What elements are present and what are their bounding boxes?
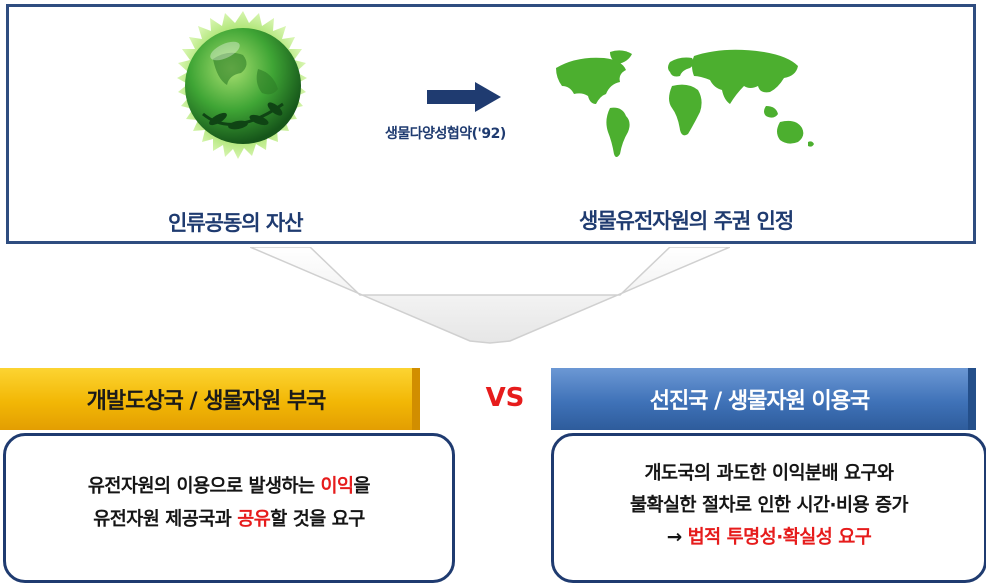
share-highlight: 공유 xyxy=(237,509,271,530)
world-map-icon xyxy=(556,49,814,157)
funnel-chevron-icon xyxy=(250,247,730,344)
convention-label: 생물다양성협약('92) xyxy=(385,126,506,142)
developing-header: 개발도상국 / 생물자원 부국 xyxy=(0,368,420,430)
developing-line-1-suffix: 을 xyxy=(353,476,371,497)
developed-line-2: 불확실한 절차로 인한 시간·비용 증가 xyxy=(629,495,909,516)
top-frame xyxy=(6,4,976,244)
benefit-highlight: 이익 xyxy=(320,476,355,497)
developing-line-2-suffix: 할 것을 요구 xyxy=(270,509,365,530)
developing-line-1-text: 유전자원의 이용으로 발생하는 xyxy=(87,476,321,497)
green-globe-icon xyxy=(177,11,307,159)
developing-line-2: 유전자원 제공국과 공유할 것을 요구 xyxy=(93,503,365,536)
developing-line-2-text: 유전자원 제공국과 xyxy=(93,509,238,530)
developed-line-1: 개도국의 과도한 이익분배 요구와 xyxy=(644,463,894,484)
developed-header: 선진국 / 생물자원 이용국 xyxy=(551,368,976,430)
legal-transparency-highlight: 법적 투명성·확실성 요구 xyxy=(687,527,872,548)
result-arrow: → xyxy=(666,527,688,548)
developed-line-3: → 법적 투명성·확실성 요구 xyxy=(667,522,872,554)
developing-panel: 유전자원의 이용으로 발생하는 이익을 유전자원 제공국과 공유할 것을 요구 xyxy=(3,433,455,583)
vs-label: VS xyxy=(485,383,525,413)
developing-line-1: 유전자원의 이용으로 발생하는 이익을 xyxy=(87,470,371,503)
developed-panel: 개도국의 과도한 이익분배 요구와 불확실한 절차로 인한 시간·비용 증가 →… xyxy=(551,433,986,583)
right-arrow-icon xyxy=(427,82,501,112)
left-label: 인류공동의 자산 xyxy=(168,211,304,235)
right-label: 생물유전자원의 주권 인정 xyxy=(579,209,794,233)
